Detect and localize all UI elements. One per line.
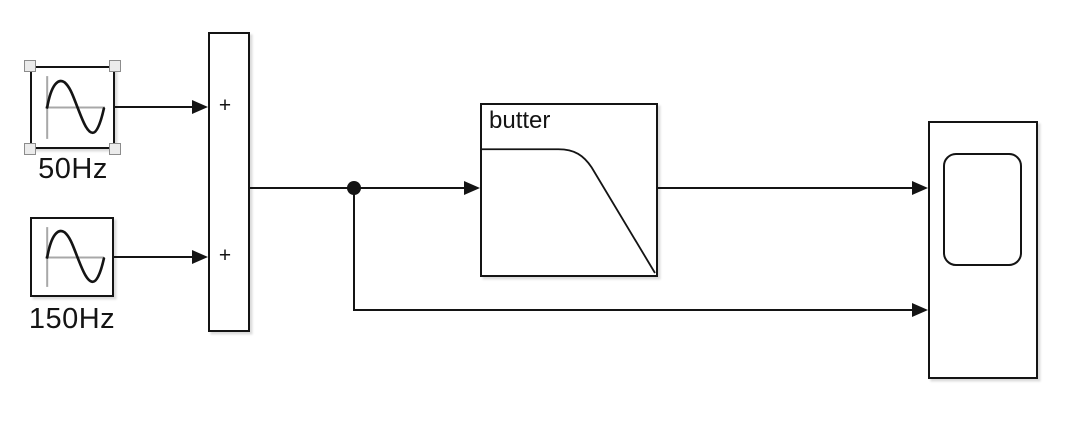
arrowhead-icon — [912, 181, 928, 195]
filter-label: butter — [489, 107, 551, 134]
arrowhead-icon — [464, 181, 480, 195]
sum-port-plus-1: + — [218, 94, 232, 117]
wire-filter-to-scope[interactable] — [658, 187, 912, 189]
scope-display-icon — [943, 153, 1022, 266]
arrowhead-icon — [912, 303, 928, 317]
wire-branch-down[interactable] — [353, 188, 355, 310]
selection-handle[interactable] — [24, 60, 36, 72]
sum-port-plus-2: + — [218, 244, 232, 267]
sum-block[interactable]: + + — [208, 32, 250, 332]
wire-sine50-to-sum[interactable] — [115, 106, 192, 108]
sine-source-150hz-block[interactable] — [30, 217, 114, 297]
wire-sine150-to-sum[interactable] — [114, 256, 192, 258]
sine-source-50hz-block[interactable] — [24, 60, 121, 155]
wire-branch-to-scope[interactable] — [353, 309, 912, 311]
butter-filter-block[interactable]: butter — [480, 103, 658, 277]
sine-wave-icon — [45, 76, 106, 139]
selection-handle[interactable] — [109, 60, 121, 72]
block-label-50hz[interactable]: 50Hz — [38, 153, 108, 185]
arrowhead-icon — [192, 250, 208, 264]
block-label-150hz[interactable]: 150Hz — [28, 303, 116, 335]
sine-wave-icon — [45, 227, 106, 287]
arrowhead-icon — [192, 100, 208, 114]
selection-handle[interactable] — [24, 143, 36, 155]
scope-block[interactable] — [928, 121, 1038, 379]
lowpass-response-curve-icon — [482, 148, 656, 274]
selection-handle[interactable] — [109, 143, 121, 155]
